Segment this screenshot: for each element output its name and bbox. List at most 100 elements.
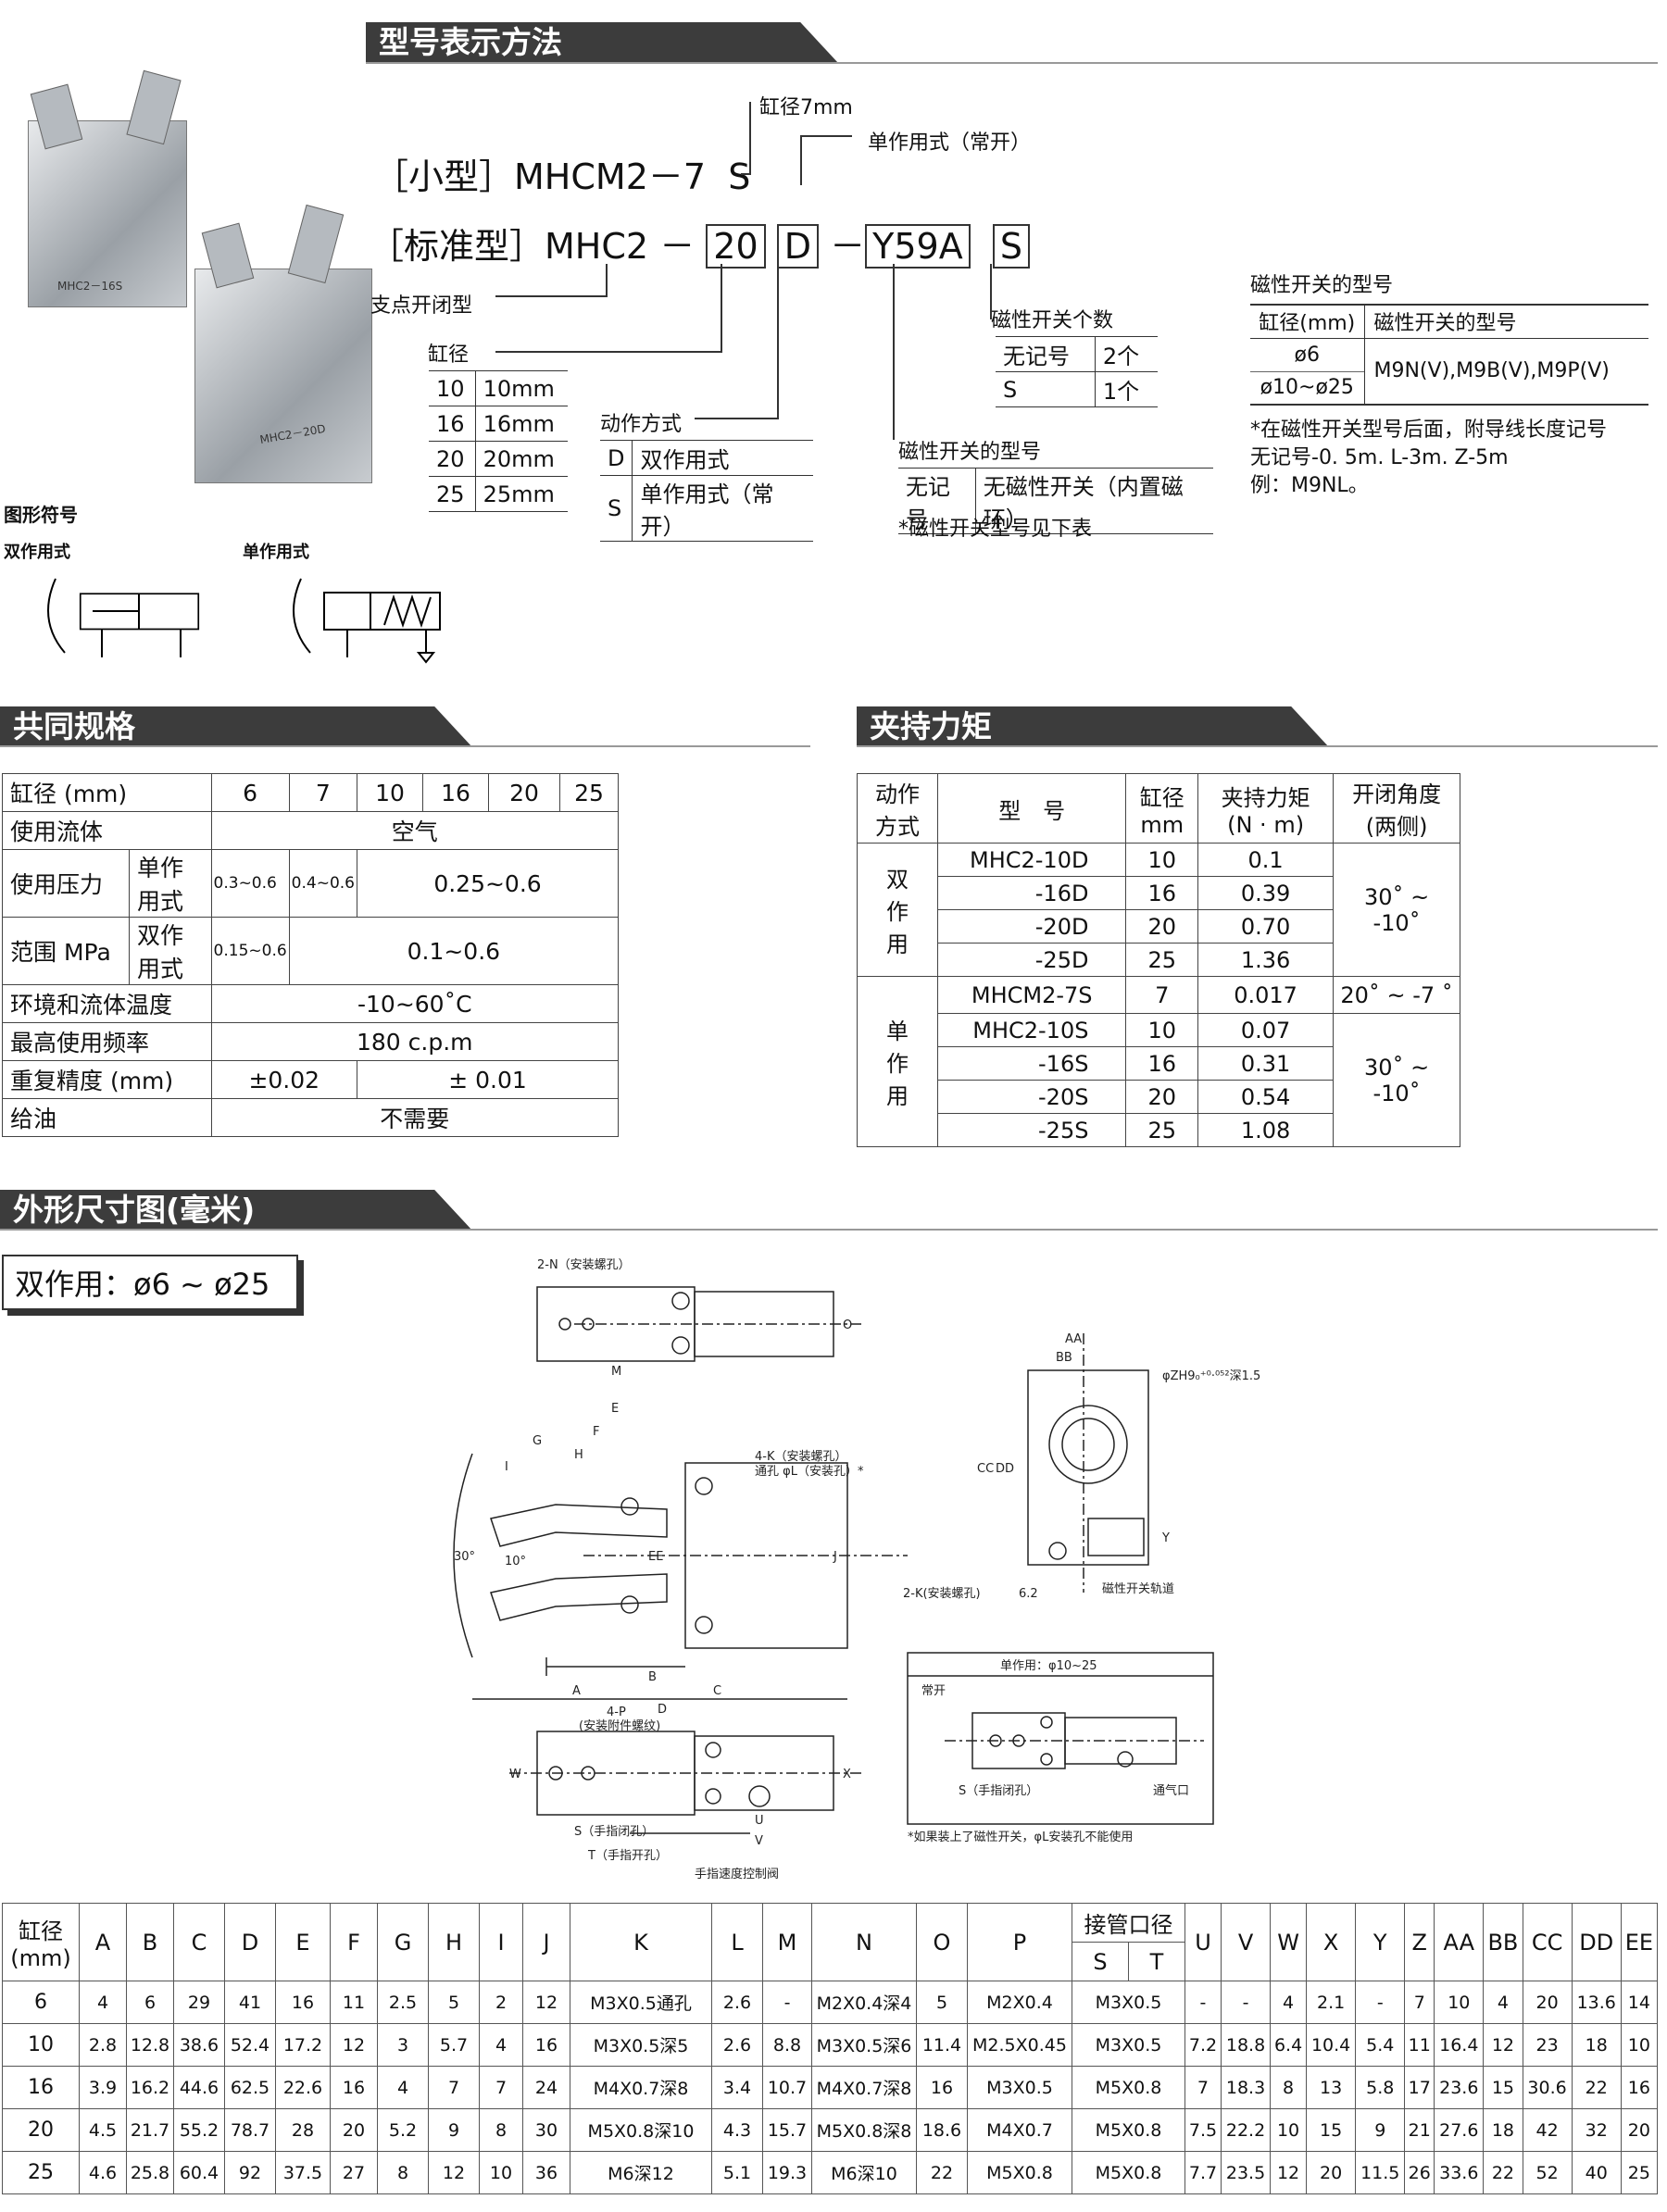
switch-box-notes: *在磁性开关型号后面，附导线长度记号 无记号-0. 5m. L-3m. Z-5m…: [1250, 417, 1607, 500]
table-cell: 5.4: [1355, 2023, 1406, 2067]
column-header: D: [224, 1903, 276, 1981]
p-note-label: (安装附件螺纹): [579, 1719, 660, 1733]
table-cell: 18.6: [916, 2108, 968, 2152]
l-hole-label: 通孔 φL（安装孔）*: [755, 1465, 864, 1479]
action-label: 动作方式: [600, 413, 683, 436]
table-cell: M5X0.8: [967, 2151, 1072, 2194]
column-header: J: [522, 1903, 570, 1981]
drawing-footnote: *如果装上了磁性开关，φL安装孔不能使用: [908, 1830, 1133, 1844]
grip-bore: 16: [1125, 1046, 1199, 1081]
table-cell: 无磁性开关（内置磁环）: [974, 468, 1213, 534]
table-cell: 4: [479, 2023, 523, 2067]
table-cell: 12: [522, 1981, 570, 2024]
dim-letter: V: [755, 1834, 763, 1848]
column-header: AA: [1434, 1903, 1485, 1981]
model-leader-lines: [495, 102, 992, 440]
spec-temp-v: -10~60˚C: [210, 984, 620, 1023]
table-cell: 30.6: [1522, 2066, 1573, 2109]
dim-letter: E: [611, 1402, 619, 1416]
table-cell: -: [1220, 1981, 1272, 2024]
table-cell: 27: [330, 2151, 378, 2194]
table-cell: 8: [1270, 2066, 1308, 2109]
table-cell: 18.3: [1220, 2066, 1272, 2109]
table-cell: 13.6: [1571, 1981, 1622, 2024]
dim-letter: A: [572, 1684, 581, 1698]
std-switch: Y59A: [865, 224, 971, 269]
table-cell: 10: [479, 2151, 523, 2194]
table-cell: 44.6: [173, 2066, 225, 2109]
grip-table: 动作 方式 型 号 缸径 mm 夹持力矩 (N · m) 开闭角度 (两侧) 双…: [857, 773, 1460, 1147]
note: 无记号-0. 5m. L-3m. Z-5m: [1250, 446, 1509, 469]
table-cell: 60.4: [173, 2151, 225, 2194]
symbol-double-label: 双作用式: [4, 543, 70, 562]
table-cell: 11.5: [1355, 2151, 1406, 2194]
column-header: B: [126, 1903, 174, 1981]
table-cell: 17.2: [275, 2023, 331, 2067]
column-header: EE: [1620, 1903, 1659, 1981]
table-cell: M5X0.8深8: [811, 2108, 917, 2152]
table-cell: 7.2: [1184, 2023, 1222, 2067]
column-header: M: [762, 1903, 812, 1981]
spec-fluid-v: 空气: [210, 811, 620, 850]
dim-letter: AA: [1065, 1332, 1082, 1346]
dim-letter: J: [833, 1550, 837, 1564]
column-header: F: [330, 1903, 378, 1981]
table-cell: 16: [429, 406, 476, 442]
switch-model-table: 无记号无磁性开关（内置磁环）: [898, 468, 1213, 534]
table-cell: M6深10: [811, 2151, 917, 2194]
grip-torque: 1.08: [1197, 1113, 1335, 1147]
gripper-photo-20d: [194, 269, 372, 483]
dimension-drawing: 2-N（安装螺孔） M O 4-K（安装螺孔） 通孔 φL（安装孔）* A B …: [453, 1258, 1260, 1881]
spec-double: 双作用式: [129, 917, 212, 985]
table-cell: 4: [1270, 1981, 1308, 2024]
column-header: C: [173, 1903, 225, 1981]
spec-rep1: ±0.02: [210, 1060, 358, 1099]
table-cell: M3X0.5: [967, 2066, 1072, 2109]
switch-model-box: 缸径(mm) 磁性开关的型号 ø6 M9N(V),M9B(V),M9P(V) ø…: [1250, 304, 1648, 406]
p-thread-label: 4-P: [607, 1706, 626, 1719]
table-cell: 4.6: [79, 2151, 127, 2194]
table-cell: 52.4: [224, 2023, 276, 2067]
spec-temp: 环境和流体温度: [2, 984, 212, 1023]
table-cell: 无记号: [996, 336, 1096, 372]
table-cell: 21.7: [126, 2108, 174, 2152]
table-cell: 5: [428, 1981, 480, 2024]
table-cell: 2.8: [79, 2023, 127, 2067]
table-cell: 8: [479, 2108, 523, 2152]
switch-r1: ø6: [1250, 338, 1365, 371]
column-header: A: [79, 1903, 127, 1981]
dim-letter: G: [533, 1434, 542, 1448]
table-cell: 12: [428, 2151, 480, 2194]
spec-repeat: 重复精度 (mm): [2, 1060, 212, 1099]
s-close-label-2: S（手指闭孔）: [959, 1784, 1038, 1798]
table-cell: 双作用式: [632, 440, 813, 476]
table-cell: 7.5: [1184, 2108, 1222, 2152]
single-no-label: 单作用式（常开）: [868, 131, 1032, 155]
switch-count-label: 磁性开关个数: [991, 309, 1114, 332]
table-cell: M5X0.8: [1072, 2108, 1185, 2152]
spec-range: 范围 MPa: [2, 917, 130, 985]
table-cell: 33.6: [1434, 2151, 1485, 2194]
dim-letter: M: [611, 1365, 621, 1379]
column-header: DD: [1571, 1903, 1622, 1981]
table-cell: 8.8: [762, 2023, 812, 2067]
table-cell: 7: [1184, 2066, 1222, 2109]
column-header: O: [916, 1903, 968, 1981]
column-header: X: [1306, 1903, 1357, 1981]
table-cell: 78.7: [224, 2108, 276, 2152]
small-s: S: [728, 156, 751, 197]
double-acting-title: 双作用：ø6 ~ ø25: [2, 1255, 298, 1310]
photo-label: MHC2－16S: [57, 280, 123, 293]
table-cell: 38.6: [173, 2023, 225, 2067]
